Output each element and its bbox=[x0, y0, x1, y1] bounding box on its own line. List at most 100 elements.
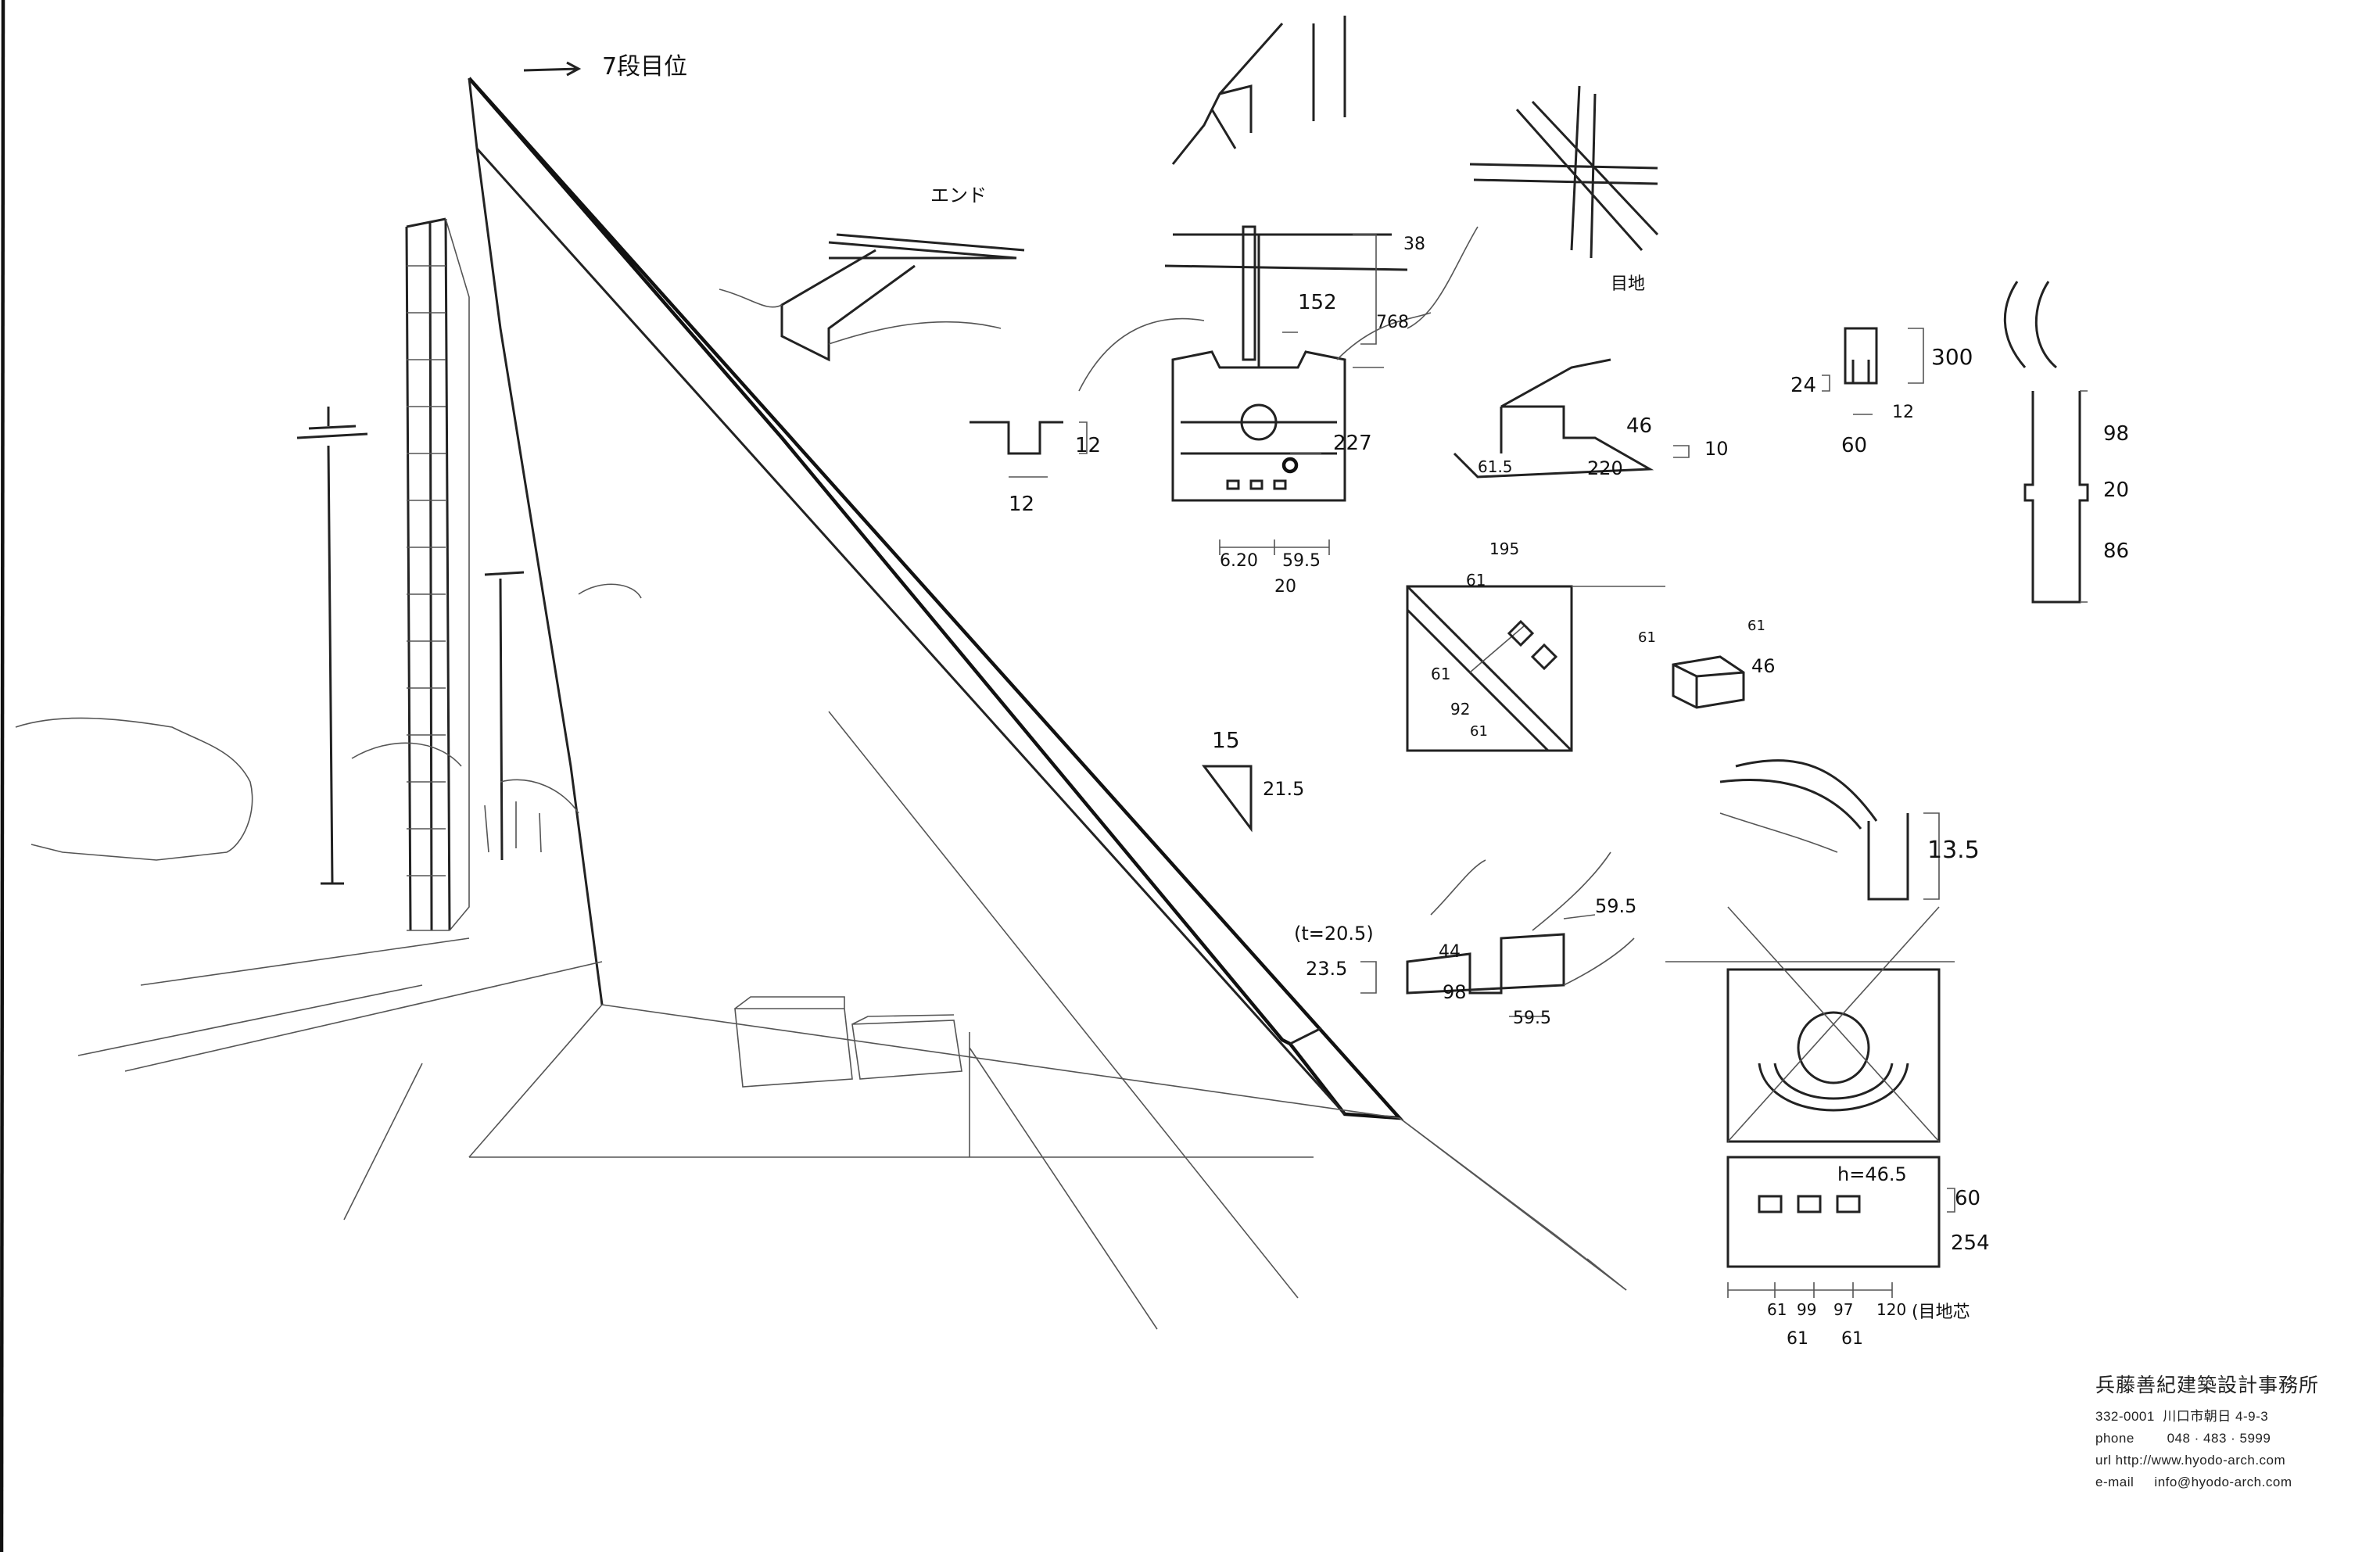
grid-cross bbox=[1469, 85, 1659, 259]
dim-46-b: 46 bbox=[1751, 655, 1776, 677]
ground-lines-right bbox=[469, 1032, 1314, 1330]
detail-plan-elevation bbox=[1665, 906, 1955, 1298]
elevation-curve-right bbox=[1407, 226, 1479, 329]
office-url: url http://www.hyodo-arch.com bbox=[2095, 1450, 2353, 1471]
lattice-tower-side bbox=[407, 218, 470, 931]
detail-elevation bbox=[1078, 225, 1479, 555]
dim-61-5: 61.5 bbox=[1478, 457, 1513, 476]
step-dims bbox=[1673, 445, 1690, 458]
plan-square bbox=[1726, 968, 1941, 1143]
dim-15: 15 bbox=[1212, 727, 1240, 753]
dim-leaders bbox=[1282, 332, 1321, 454]
light-pole-right bbox=[484, 571, 525, 861]
dim-row-2: 99 bbox=[1797, 1300, 1817, 1319]
elevation-top bbox=[1164, 233, 1408, 271]
phone-label: phone bbox=[2095, 1431, 2134, 1446]
plinth-box-1 bbox=[734, 996, 853, 1088]
column-profile bbox=[2023, 391, 2089, 604]
elevation-openings bbox=[1758, 1195, 1861, 1213]
ground-lines-left bbox=[77, 937, 603, 1220]
dim-152: 152 bbox=[1298, 291, 1337, 314]
step-body bbox=[1453, 358, 1654, 479]
dim-13-5: 13.5 bbox=[1927, 837, 1980, 864]
dim-61-e: 61 bbox=[1747, 618, 1765, 634]
lattice-tower bbox=[405, 217, 451, 931]
dim-12-b: 12 bbox=[1009, 493, 1035, 516]
lattice-rungs bbox=[407, 265, 446, 876]
wedge-detail bbox=[1202, 765, 1253, 833]
detail-end-beam bbox=[719, 233, 1025, 362]
profile-t-dims bbox=[1360, 914, 1596, 1017]
email-value: info@hyodo-arch.com bbox=[2154, 1475, 2292, 1489]
cube-detail bbox=[1672, 655, 1745, 709]
dim-595: 59.5 bbox=[1282, 551, 1321, 571]
plinth-box-2 bbox=[851, 1014, 962, 1080]
end-beam-top bbox=[828, 233, 1025, 260]
dim-brackets-768 bbox=[1353, 234, 1384, 368]
dim-86: 86 bbox=[2103, 539, 2130, 563]
dim-620: 6.20 bbox=[1220, 551, 1258, 571]
dim-23-5: 23.5 bbox=[1306, 958, 1348, 980]
dim-brackets-620 bbox=[1219, 539, 1330, 555]
office-stamp: 兵藤善紀建築設計事務所 332-0001 川口市朝日 4-9-3 phone 0… bbox=[2095, 1370, 2353, 1493]
office-address: 332-0001 川口市朝日 4-9-3 bbox=[2095, 1409, 2269, 1424]
heading-note: 7段目位 bbox=[602, 53, 688, 81]
slot-profile bbox=[1844, 327, 1878, 385]
office-name: 兵藤善紀建築設計事務所 bbox=[2095, 1375, 2320, 1396]
slot-dims bbox=[1822, 328, 1924, 415]
profile-t-curves bbox=[1430, 851, 1635, 986]
tree-trunks bbox=[484, 801, 542, 853]
end-beam-context bbox=[719, 289, 1002, 345]
light-pole-left bbox=[296, 407, 368, 885]
detail-step bbox=[1453, 358, 1690, 479]
elevation-dimline bbox=[1727, 1282, 1893, 1298]
dim-20-b: 20 bbox=[2103, 479, 2130, 502]
dim-61-a: 61 bbox=[1466, 571, 1486, 590]
email-label: e-mail bbox=[2095, 1475, 2134, 1489]
dim-92: 92 bbox=[1450, 700, 1471, 719]
dim-38: 38 bbox=[1403, 235, 1425, 254]
elevation-dot bbox=[1281, 457, 1299, 474]
dim-220: 220 bbox=[1587, 457, 1623, 479]
dim-10: 10 bbox=[1704, 438, 1729, 460]
elevation-bands bbox=[1181, 421, 1337, 455]
monument-perspective bbox=[15, 61, 1627, 1330]
trees-left bbox=[15, 717, 253, 861]
dim-768: 768 bbox=[1376, 313, 1409, 332]
url-label: url bbox=[2095, 1453, 2112, 1468]
channel-dims bbox=[1009, 421, 1088, 478]
blade-foot bbox=[601, 1004, 1627, 1291]
elevation-circle bbox=[1240, 403, 1278, 441]
heading-arrow bbox=[523, 61, 582, 77]
detail-arc-joint bbox=[1719, 759, 1940, 901]
dim-59-5-a: 59.5 bbox=[1595, 895, 1637, 917]
top-cross-a bbox=[1171, 23, 1284, 165]
dim-61-d: 61 bbox=[1638, 629, 1656, 646]
detail-top-cross bbox=[1171, 16, 1659, 259]
dim-46-a: 46 bbox=[1626, 414, 1653, 438]
blade-left-edge bbox=[468, 77, 604, 1005]
dim-227: 227 bbox=[1333, 432, 1372, 455]
elevation-curves bbox=[1078, 312, 1432, 392]
phone-value: 048 · 483 · 5999 bbox=[2167, 1431, 2271, 1446]
plan-circle bbox=[1797, 1011, 1870, 1084]
blade-joint bbox=[1289, 1027, 1322, 1045]
profile-t-body bbox=[1406, 933, 1565, 995]
trees-mid bbox=[351, 583, 642, 814]
url-value: http://www.hyodo-arch.com bbox=[2115, 1453, 2286, 1468]
elevation-windows bbox=[1226, 479, 1287, 490]
dim-row-3: 97 bbox=[1833, 1300, 1854, 1319]
detail-column bbox=[2003, 281, 2089, 604]
arc-joint-context bbox=[1719, 812, 1940, 900]
ground-edge bbox=[1399, 1117, 1627, 1291]
dim-61-f: 61 bbox=[1787, 1329, 1808, 1349]
square-plan bbox=[1406, 585, 1573, 752]
dim-row-1: 61 bbox=[1767, 1300, 1787, 1319]
plan-arcs bbox=[1758, 1063, 1909, 1112]
office-phone: phone 048 · 483 · 5999 bbox=[2095, 1428, 2353, 1450]
top-cross-b bbox=[1312, 16, 1346, 121]
dim-60-a: 60 bbox=[1841, 434, 1868, 457]
column-top-curve bbox=[2003, 281, 2057, 369]
